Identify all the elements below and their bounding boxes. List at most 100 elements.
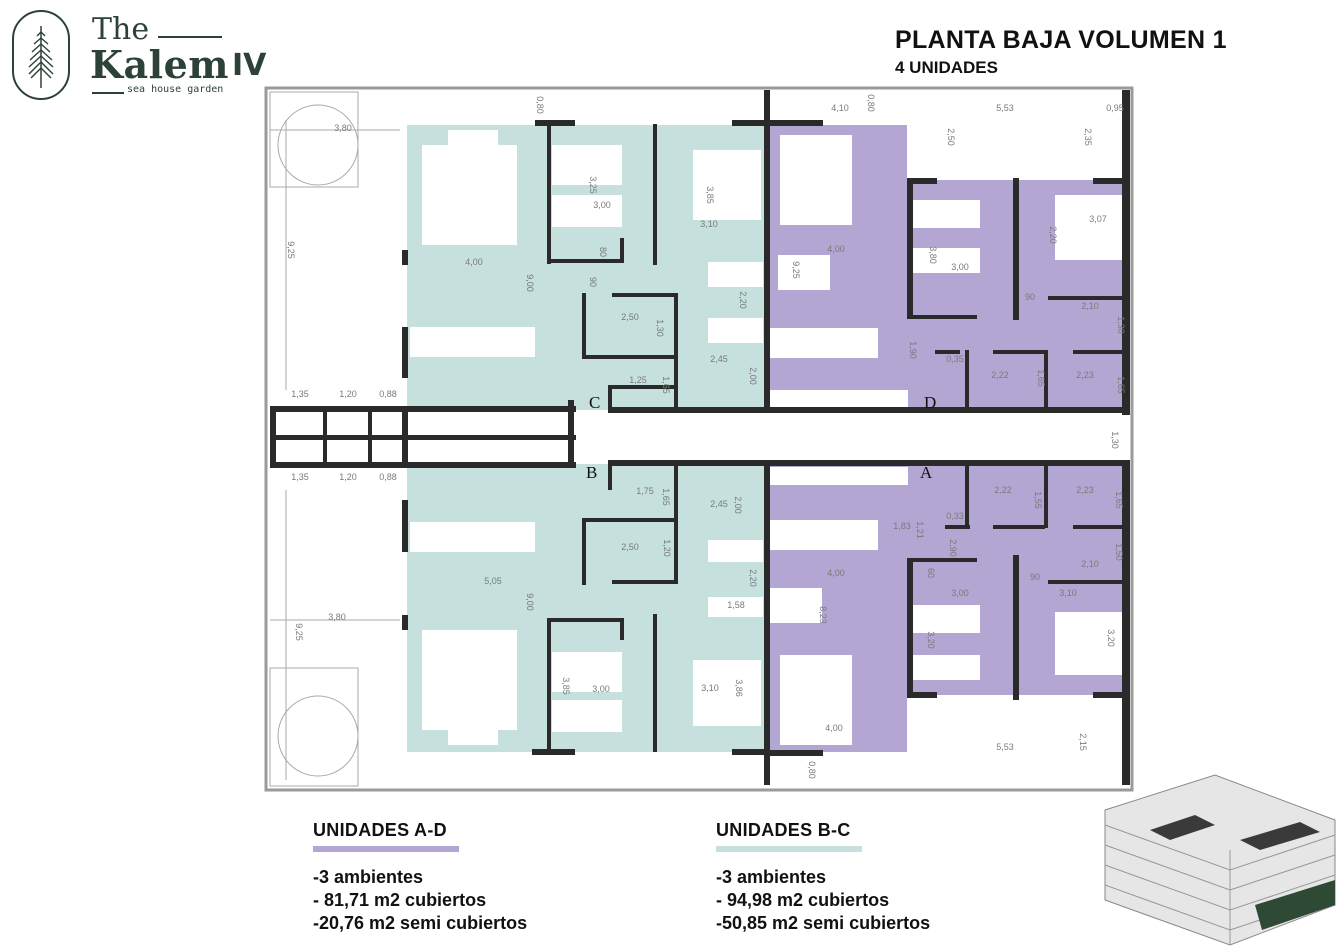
dimension-label: 2,20 (738, 291, 748, 309)
units-a-d-title: UNIDADES A-D (313, 820, 447, 840)
dimension-label: 80 (598, 247, 608, 257)
pine-tree-emblem-icon (12, 10, 70, 100)
logo-tagline: sea house garden (127, 84, 224, 95)
logo-rule (92, 92, 124, 94)
page-subtitle: 4 UNIDADES (895, 58, 998, 77)
dimension-label: 1,20 (662, 539, 672, 557)
logo-kalem: Kalem (90, 42, 229, 87)
units-b-c-rooms: -3 ambientes (716, 867, 827, 887)
dimension-label: 2,23 (1076, 485, 1094, 495)
logo: The Kalem IV sea house garden (10, 8, 280, 103)
dimension-label: 3,10 (701, 683, 719, 693)
units-a-d-semicovered: -20,76 m2 semi cubiertos (313, 913, 528, 933)
dimension-label: 2,15 (1078, 733, 1088, 751)
dimension-label: 3,00 (592, 684, 610, 694)
dimension-label: 0,88 (379, 472, 397, 482)
dimension-label: 1,83 (893, 521, 911, 531)
dimension-label: 5,53 (996, 742, 1014, 752)
furniture (276, 130, 1122, 745)
dimension-label: 0,80 (535, 96, 545, 114)
dimension-label: 5,53 (996, 103, 1014, 113)
dimension-label: 0,80 (807, 761, 817, 779)
terraces (269, 91, 400, 787)
dimension-label: 5,05 (484, 576, 502, 586)
dimension-label: 4,00 (827, 244, 845, 254)
units-b-c-title: UNIDADES B-C (716, 820, 851, 840)
dimension-label: 1,65 (661, 488, 671, 506)
dimension-label: 3,20 (926, 631, 936, 649)
dimension-label: 1,20 (339, 389, 357, 399)
units-b-c-summary: UNIDADES B-C -3 ambientes - 94,98 m2 cub… (716, 820, 930, 935)
dimension-label: 1,75 (636, 486, 654, 496)
dimension-label: 2,50 (621, 542, 639, 552)
unit-label-a: A (920, 463, 933, 482)
dimension-label: 3,10 (700, 219, 718, 229)
dimension-label: 4,10 (831, 103, 849, 113)
dimension-label: 3,00 (951, 588, 969, 598)
dimension-label: 2,20 (748, 569, 758, 587)
dimension-label: 9,00 (525, 274, 535, 292)
dimension-label: 1,65 (1036, 369, 1046, 387)
dimension-label: 1,65 (661, 376, 671, 394)
units-a-d-rooms: -3 ambientes (313, 867, 424, 887)
dimension-label: 1,30 (655, 319, 665, 337)
dimension-label: 90 (1030, 572, 1040, 582)
dimension-label: 60 (926, 568, 936, 578)
dimension-label: 0,35 (946, 354, 964, 364)
dimension-label: 1,20 (339, 472, 357, 482)
dimension-label: 1,21 (915, 521, 925, 539)
dimension-label: 2,00 (748, 367, 758, 385)
dimension-label: 4,00 (825, 723, 843, 733)
dimension-label: 3,85 (705, 186, 715, 204)
dimension-label: 1,65 (1116, 376, 1126, 394)
dimension-label: 3,10 (1059, 588, 1077, 598)
dimension-label: 1,35 (291, 389, 309, 399)
dimension-label: 2,22 (991, 370, 1009, 380)
dimension-label: 3,00 (593, 200, 611, 210)
dimension-label: 0,80 (866, 94, 876, 112)
dimension-label: 3,80 (928, 246, 938, 264)
dimension-label: 90 (588, 277, 598, 287)
dimension-label: 3,25 (588, 176, 598, 194)
dimension-label: 2,50 (621, 312, 639, 322)
units-a-d-covered: - 81,71 m2 cubiertos (313, 890, 487, 910)
dimension-label: 8,23 (818, 606, 828, 624)
logo-rule (158, 36, 222, 38)
dimension-label: 1,50 (1114, 543, 1124, 561)
dimension-label: 1,55 (1033, 491, 1043, 509)
dimension-label: 9,00 (525, 593, 535, 611)
units-a-d-summary: UNIDADES A-D -3 ambientes - 81,71 m2 cub… (313, 820, 527, 935)
dimension-label: 3,07 (1089, 214, 1107, 224)
dimension-label: 4,00 (465, 257, 483, 267)
units-b-c-color-bar (716, 846, 862, 852)
dimension-label: 9,25 (294, 623, 304, 641)
dimension-label: 1,30 (1110, 431, 1120, 449)
dimension-label: 3,86 (734, 679, 744, 697)
dimension-label: 1,35 (291, 472, 309, 482)
unit-label-b: B (586, 463, 597, 482)
dimension-label: 9,25 (286, 241, 296, 259)
dimension-label: 2,50 (946, 128, 956, 146)
dimension-label: 3,20 (1106, 629, 1116, 647)
building-3d-thumbnail (1104, 774, 1336, 946)
dimension-label: 90 (1025, 292, 1035, 302)
units-b-c-covered: - 94,98 m2 cubiertos (716, 890, 890, 910)
dimension-label: 0,95 (1106, 103, 1124, 113)
dimension-label: 1,65 (1114, 491, 1124, 509)
dimension-label: 2,45 (710, 354, 728, 364)
walls (270, 90, 1130, 785)
dimension-label: 9,25 (791, 261, 801, 279)
dimension-label: 2,45 (710, 499, 728, 509)
unit-label-d: D (924, 393, 936, 412)
dimension-labels: 3,80 9,25 4,00 9,00 3,25 3,00 3,85 3,10 0,80 80 90… (286, 94, 1126, 779)
dimension-label: 4,00 (827, 568, 845, 578)
dimension-label: 3,80 (334, 123, 352, 133)
dimension-label: 1,25 (629, 375, 647, 385)
units-a-d-color-bar (313, 846, 459, 852)
dimension-label: 2,23 (1076, 370, 1094, 380)
dimension-label: 2,00 (733, 496, 743, 514)
logo-numeral: IV (232, 48, 267, 83)
unit-label-c: C (589, 393, 600, 412)
dimension-label: 1,58 (727, 600, 745, 610)
